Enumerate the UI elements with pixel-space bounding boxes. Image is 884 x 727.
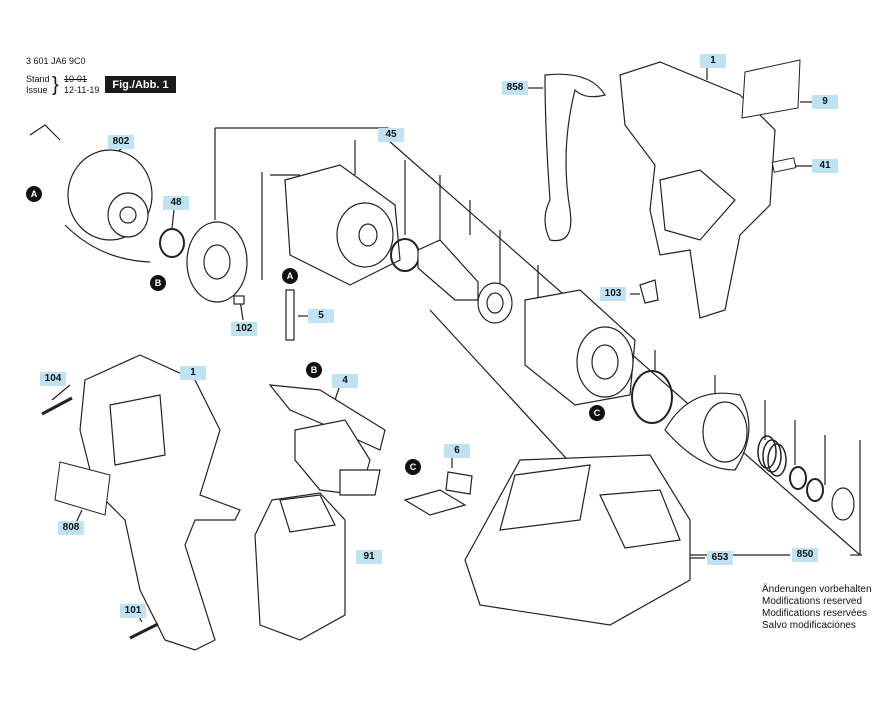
part-tag-45: 45 [378, 128, 404, 142]
issue-value: 12-11-19 [64, 85, 100, 95]
disclaimer-de: Änderungen vorbehalten [762, 584, 872, 595]
part-tag-103: 103 [600, 287, 626, 301]
part-tag-91: 91 [356, 550, 382, 564]
part-tag-41: 41 [812, 159, 838, 173]
ref-b-switch: B [306, 362, 322, 378]
part-tag-858: 858 [502, 81, 528, 95]
ref-c-ring: C [589, 405, 605, 421]
figure-label: Fig./Abb. 1 [105, 76, 176, 93]
disclaimer-en: Modifications reserved [762, 596, 863, 607]
ref-b-motor: B [150, 275, 166, 291]
issue-brace: } [52, 74, 59, 96]
part-tag-1-housing-right: 1 [700, 54, 726, 68]
disclaimer-es: Salvo modificaciones [762, 620, 856, 631]
bracket-45 [215, 127, 389, 140]
stand-value: 10-01 [64, 74, 88, 84]
part-tag-850: 850 [792, 548, 818, 562]
disclaimer-fr: Modifications reservées [762, 608, 868, 619]
part-tag-9: 9 [812, 95, 838, 109]
part-tag-5: 5 [308, 309, 334, 323]
part-tag-102: 102 [231, 322, 257, 336]
ref-c-switch: C [405, 459, 421, 475]
disclaimer: Änderungen vorbehalten Modifications res… [762, 584, 872, 632]
part-number: 3 601 JA6 9C0 [26, 56, 86, 66]
part-tag-104: 104 [40, 372, 66, 386]
part-tag-101: 101 [120, 604, 146, 618]
part-tag-802: 802 [108, 135, 134, 149]
part-tag-4: 4 [332, 374, 358, 388]
ref-a-pin: A [282, 268, 298, 284]
part-tag-48: 48 [163, 196, 189, 210]
ref-a-motor: A [26, 186, 42, 202]
part-tag-1-housing-left: 1 [180, 366, 206, 380]
stand-label: Stand [26, 74, 50, 84]
part-tag-6: 6 [444, 444, 470, 458]
issue-label: Issue [26, 85, 48, 95]
part-tag-653: 653 [707, 551, 733, 565]
part-tag-808: 808 [58, 521, 84, 535]
